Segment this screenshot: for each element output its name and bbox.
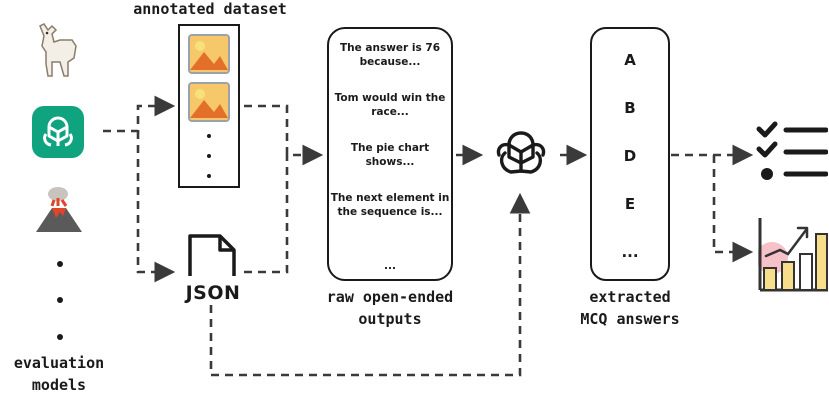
evaluation-models-label: evaluation models — [13, 354, 105, 394]
arrow-answers-to-chart — [712, 155, 754, 263]
extracted-answers-label: extracted MCQ answers — [580, 288, 680, 328]
output-text: The answer is 76 because... — [340, 42, 440, 68]
ellipsis-dot — [207, 174, 211, 178]
json-file-icon: JSON — [182, 232, 244, 308]
answer-letter: ... — [621, 243, 639, 261]
arrow-images-to-outputs — [244, 104, 324, 166]
ellipsis-dot — [57, 297, 63, 303]
ellipsis-dot — [207, 134, 211, 138]
output-text: ... — [384, 260, 396, 272]
volcano-icon — [32, 184, 86, 236]
openai-logo-icon — [491, 125, 551, 185]
answer-letter: D — [623, 147, 637, 165]
image-icon — [188, 34, 230, 74]
answer-letter: B — [624, 99, 636, 117]
answer-letter: E — [624, 195, 636, 213]
arrow-json-to-outputs — [244, 155, 289, 274]
ellipsis-dot — [207, 154, 211, 158]
chatgpt-icon — [32, 106, 84, 158]
dataset-box — [178, 24, 240, 188]
llama-icon — [30, 22, 84, 78]
json-label: JSON — [185, 282, 241, 304]
annotated-dataset-label: annotated dataset — [133, 0, 287, 18]
image-icon — [188, 82, 230, 122]
output-text: Tom would win the race... — [334, 92, 446, 118]
output-text: The pie chart shows... — [350, 142, 430, 168]
checklist-icon — [756, 120, 829, 184]
bar-chart-icon — [756, 214, 828, 294]
ellipsis-dot — [57, 261, 63, 267]
arrow-models-to-images — [103, 95, 176, 133]
raw-outputs-label: raw open-ended outputs — [326, 288, 454, 328]
arrow-json-to-judge — [209, 192, 531, 377]
raw-outputs-box: The answer is 76 because... Tom would wi… — [327, 27, 453, 281]
ellipsis-dot — [57, 334, 63, 340]
answers-box: A B D E ... — [590, 27, 670, 281]
arrow-models-to-json — [136, 131, 176, 283]
answer-letter: A — [624, 51, 636, 69]
output-text: The next element in the sequence is... — [330, 192, 450, 218]
